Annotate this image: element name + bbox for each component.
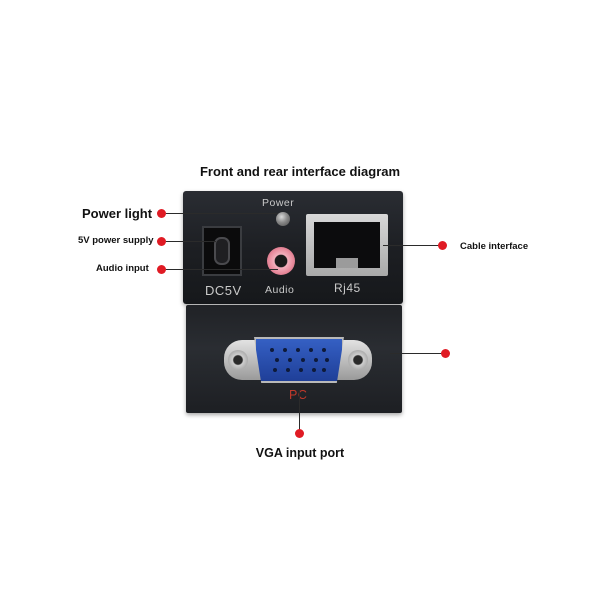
rj45-text-on-device: Rj45 <box>334 281 361 295</box>
vga-screw-left <box>228 350 248 370</box>
rj45-port-tab <box>336 258 358 268</box>
vga-pins <box>270 348 329 372</box>
callout-power-supply-line <box>166 241 216 242</box>
audio-text-on-device: Audio <box>265 284 295 296</box>
callout-vga-input-port-label: VGA input port <box>255 446 345 460</box>
dc-power-jack-hole <box>214 237 230 265</box>
callout-audio-input-label: Audio input <box>96 263 149 274</box>
callout-power-light-label: Power light <box>82 206 153 221</box>
callout-power-light-dot <box>157 209 166 218</box>
callout-audio-input-line <box>166 269 278 270</box>
callout-power-supply-label: 5V power supply <box>78 235 154 246</box>
callout-cable-interface-line <box>383 245 439 246</box>
power-led <box>276 212 290 226</box>
audio-jack <box>267 247 295 275</box>
dc5v-text-on-device: DC5V <box>205 283 242 298</box>
vga-screw-right <box>348 350 368 370</box>
pc-text-on-device: PC <box>289 388 307 402</box>
callout-audio-input-dot <box>157 265 166 274</box>
callout-cable-interface-label: Cable interface <box>460 241 529 252</box>
power-text-on-device: Power <box>262 197 295 209</box>
callout-cable-interface-dot <box>438 241 447 250</box>
callout-front-dot <box>441 349 450 358</box>
callout-power-light-line <box>166 213 278 214</box>
diagram-title: Front and rear interface diagram <box>199 164 401 179</box>
callout-vga-line <box>299 390 300 430</box>
callout-power-supply-dot <box>157 237 166 246</box>
callout-front-line <box>390 353 442 354</box>
callout-vga-dot <box>295 429 304 438</box>
